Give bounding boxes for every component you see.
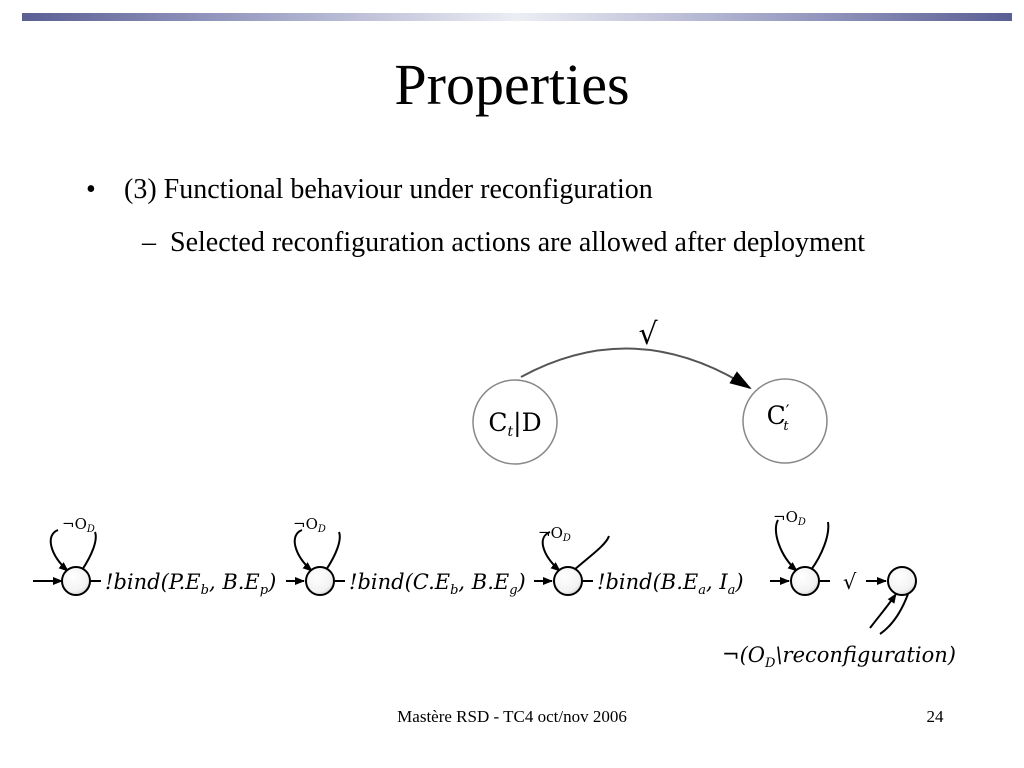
top-transition-arrow bbox=[520, 347, 752, 390]
state-node bbox=[61, 566, 91, 596]
page-number: 24 bbox=[926, 707, 944, 726]
loop-label: ¬OD bbox=[293, 515, 326, 535]
self-loop: ¬OD bbox=[538, 524, 610, 572]
title-decoration-bar bbox=[22, 13, 1012, 21]
top-state-diagram: √ Ct|D C′t bbox=[472, 317, 828, 465]
bullet-marker: • bbox=[86, 174, 96, 205]
loop-label: ¬OD bbox=[773, 508, 806, 528]
state-node-final bbox=[887, 566, 917, 596]
transition-label: !bind(C.Eb, B.Eg) bbox=[349, 570, 526, 598]
final-loop-in bbox=[869, 593, 897, 629]
sub-bullet-text: Selected reconfiguration actions are all… bbox=[170, 227, 866, 258]
transition-label: !bind(P.Eb, B.Ep) bbox=[105, 570, 276, 598]
state-node bbox=[790, 566, 820, 596]
transition-label: !bind(B.Ea, Ia) bbox=[597, 570, 744, 598]
self-loop: ¬OD bbox=[293, 515, 341, 572]
self-loop: ¬OD bbox=[773, 508, 830, 572]
bottom-state-chain: ¬OD ¬OD ¬OD ¬OD !bind(P.Eb, B.Ep) !bind(… bbox=[33, 508, 956, 671]
loop-label: ¬OD bbox=[538, 524, 571, 544]
self-loop: ¬OD bbox=[49, 515, 97, 572]
state-node bbox=[305, 566, 335, 596]
final-loop-out bbox=[879, 593, 909, 635]
slide-title: Properties bbox=[394, 52, 630, 117]
loop-label: ¬OD bbox=[62, 515, 95, 535]
final-transition-label: √ bbox=[843, 570, 857, 594]
state-label-target: C′t bbox=[767, 401, 790, 434]
bullet-text: (3) Functional behaviour under reconfigu… bbox=[124, 174, 653, 205]
state-node-target bbox=[742, 378, 828, 464]
top-transition-label: √ bbox=[638, 317, 658, 352]
final-loop-label: ¬(OD\reconfiguration) bbox=[722, 643, 956, 671]
state-label-source: Ct|D bbox=[488, 408, 541, 440]
sub-bullet-marker: – bbox=[142, 227, 156, 258]
state-node-source bbox=[472, 379, 558, 465]
footer-text: Mastère RSD - TC4 oct/nov 2006 bbox=[397, 707, 627, 726]
state-node bbox=[553, 566, 583, 596]
